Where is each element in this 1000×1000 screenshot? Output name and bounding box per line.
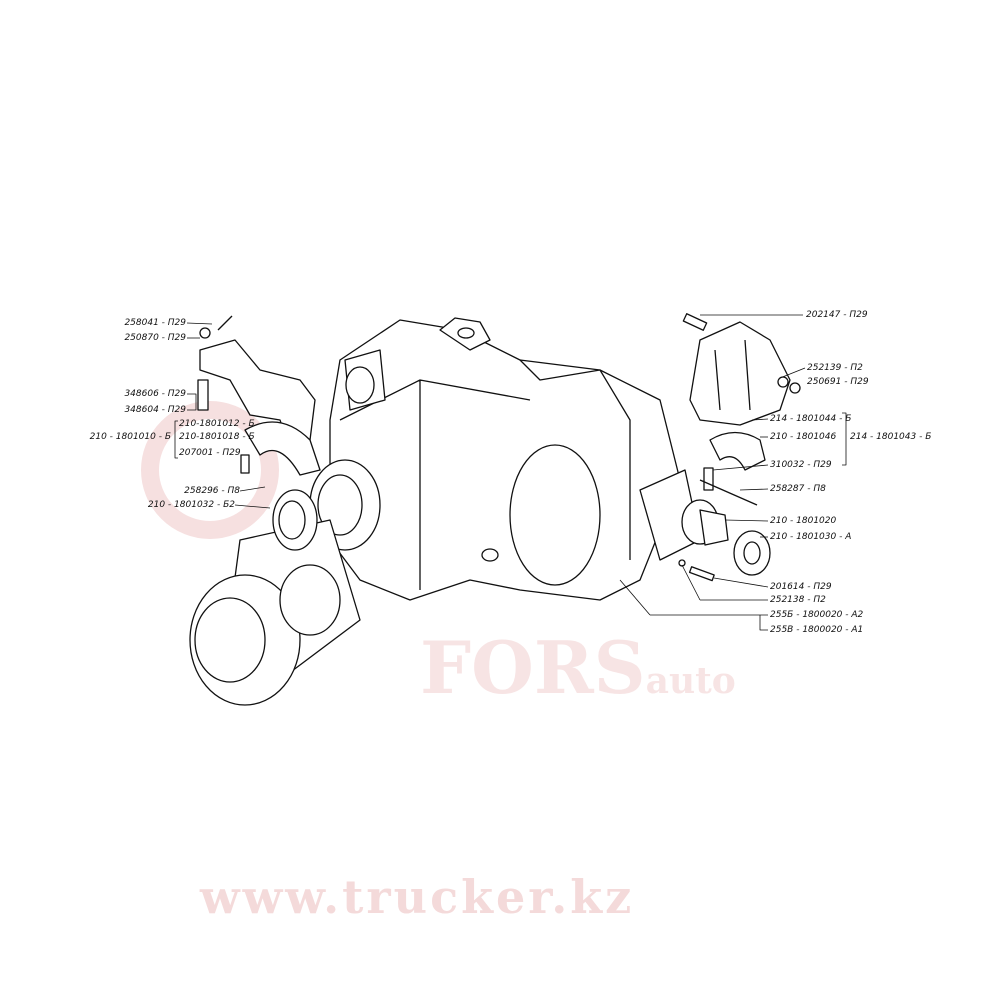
clamp-bolt-right (703, 467, 714, 491)
leader-lines (174, 314, 847, 631)
part-label: 252138 - П2 (770, 595, 826, 605)
assembly-label: 210 - 1801010 - Б (89, 432, 171, 442)
housing-cover (509, 444, 601, 586)
bushing-bore (743, 541, 761, 565)
gearbox-housing (329, 319, 681, 601)
part-label: 201614 - П29 (770, 582, 832, 592)
housing-edge (339, 379, 531, 590)
watermark-gear-icon (141, 401, 279, 539)
part-label: 252139 - П2 (807, 363, 863, 373)
part-label: 214 - 1801044 - Б (770, 414, 852, 424)
washer (777, 376, 789, 388)
pulley-hub (194, 597, 266, 683)
part-label: 348606 - П29 (124, 389, 186, 399)
cotter-pin (217, 315, 233, 331)
mount-bolt (682, 313, 708, 331)
part-label: 210-1801012 - Б (179, 419, 255, 429)
housing-edge (519, 359, 631, 560)
right-mount (689, 321, 791, 426)
clamp-bolt (240, 454, 250, 474)
housing-plug (481, 548, 499, 562)
watermark-logo-sub: auto (645, 660, 736, 702)
part-label: 210 - 1801046 (770, 432, 837, 442)
part-label: 207001 - П29 (179, 448, 241, 458)
castle-nut (199, 327, 211, 339)
lower-boss (279, 564, 341, 636)
lug-hole (457, 327, 475, 339)
seal-ring-bore (278, 500, 306, 540)
left-clamp (244, 421, 321, 476)
nut (789, 382, 801, 394)
part-label: 348604 - П29 (124, 405, 186, 415)
part-label: 258296 - П8 (184, 486, 240, 496)
right-mount-ribs (714, 339, 751, 411)
part-label: 258041 - П29 (124, 318, 186, 328)
part-label: 255Б - 1800020 - А2 (770, 610, 864, 620)
watermark-site: www.trucker.kz (200, 870, 635, 924)
left-bolt (197, 379, 209, 411)
flange-washer (678, 559, 686, 567)
front-boss-face (345, 366, 375, 404)
output-shaft (699, 509, 729, 546)
right-clamp (709, 431, 766, 471)
part-label: 310032 - П29 (770, 460, 832, 470)
part-label: 210 - 1801032 - Б2 (147, 500, 235, 510)
watermark-logo: FORSauto (420, 625, 736, 710)
assembly-label: 214 - 1801043 - Б (850, 432, 932, 442)
part-label: 210 - 1801030 - А (770, 532, 852, 542)
part-label: 210-1801018 - Б (179, 432, 255, 442)
part-label: 250870 - П29 (124, 333, 186, 343)
part-label: 258287 - П8 (770, 484, 826, 494)
watermark-logo-text: FORS (420, 625, 646, 710)
part-label: 255В - 1800020 - А1 (770, 625, 864, 635)
part-label: 210 - 1801020 (770, 516, 837, 526)
cotter-pin-right (699, 479, 758, 506)
part-label: 202147 - П29 (806, 310, 868, 320)
part-label: 250691 - П29 (807, 377, 869, 387)
flange-bolt (688, 566, 715, 582)
